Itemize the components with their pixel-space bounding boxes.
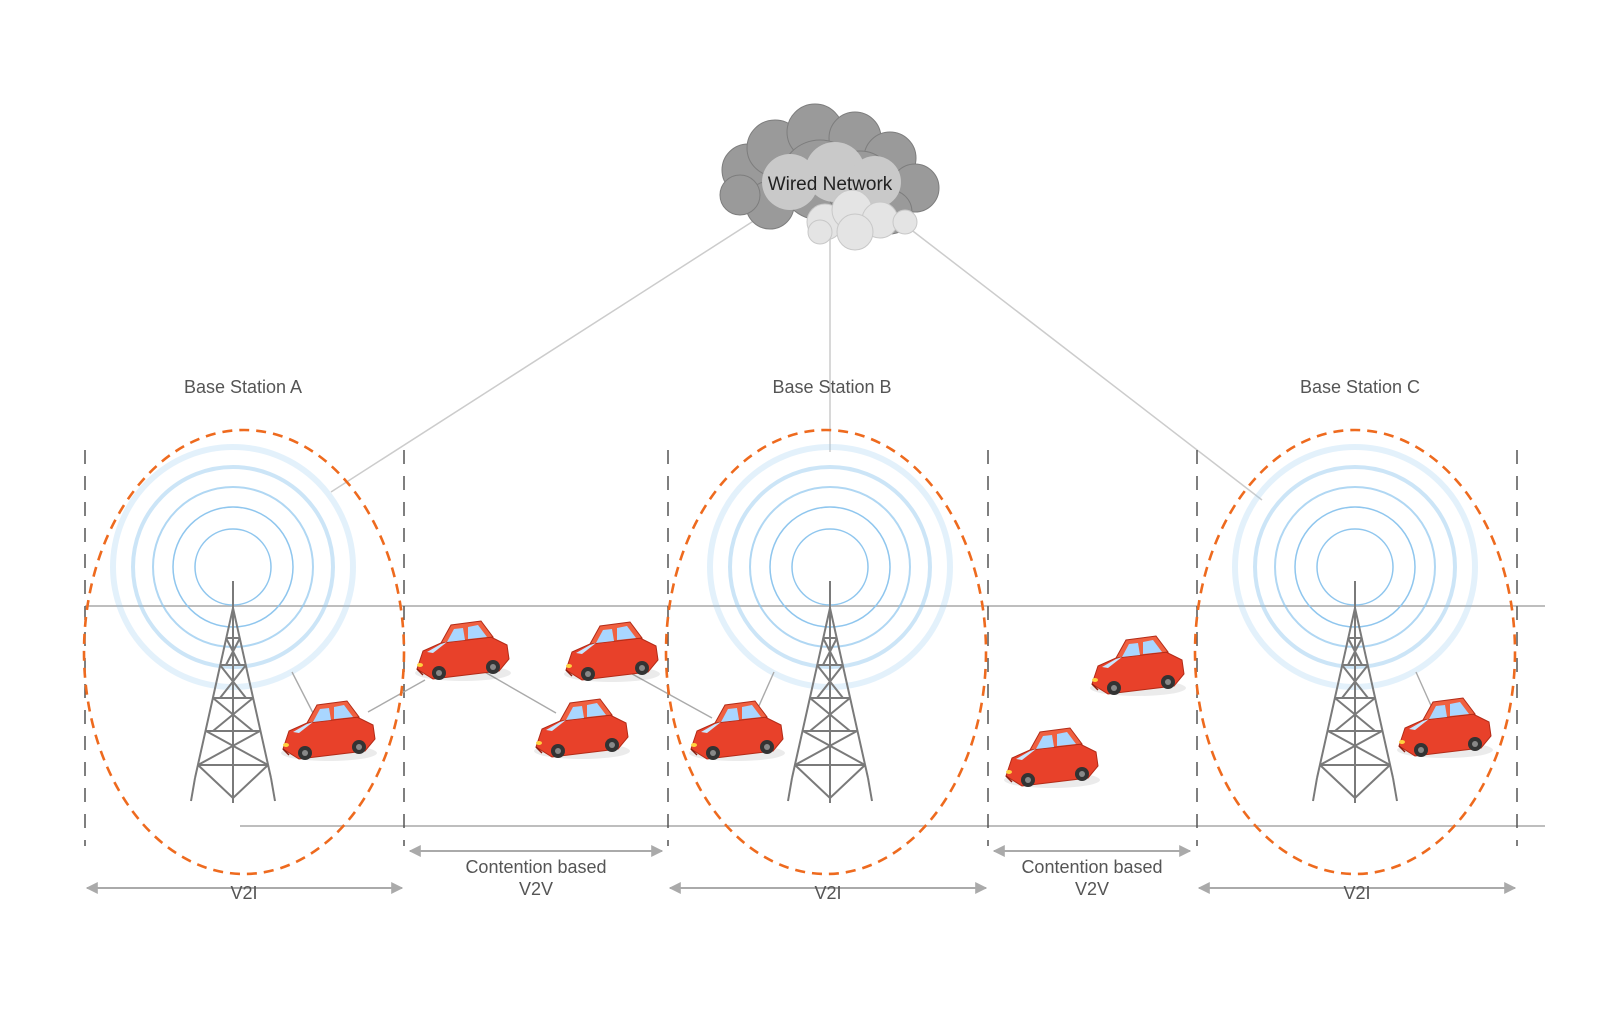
tower-icon <box>1312 580 1398 804</box>
zone-label-v2i-c: V2I <box>1343 883 1370 903</box>
station-label-b: Base Station B <box>772 377 891 397</box>
zone-label-v2i-a: V2I <box>230 883 257 903</box>
tower-icon <box>787 580 873 804</box>
wired-links <box>330 219 1263 501</box>
vehicles <box>280 620 1494 789</box>
cloud-icon: Wired Network <box>719 103 940 251</box>
v2i-link <box>757 671 775 709</box>
zone-boundaries <box>84 450 1518 846</box>
car-icon <box>1396 697 1494 759</box>
zone-label-v2v-2-line2: V2V <box>1075 879 1109 899</box>
tower-icon <box>190 580 276 804</box>
coverage-area-b <box>664 428 988 876</box>
cloud-label: Wired Network <box>768 174 893 195</box>
road <box>85 605 1545 827</box>
wired-link-a <box>330 219 756 493</box>
v2i-link <box>291 671 314 714</box>
car-icon <box>1089 635 1187 697</box>
car-icon <box>414 620 512 682</box>
v2i-link <box>1415 671 1434 711</box>
zone-label-v2v-1-line1: Contention based <box>465 857 606 877</box>
zone-label-v2v-1-line2: V2V <box>519 879 553 899</box>
car-icon <box>563 621 661 683</box>
coverage-area-c <box>1193 428 1517 876</box>
station-label-a: Base Station A <box>184 377 302 397</box>
coverage-area-a <box>82 428 406 876</box>
zone-arrows <box>85 845 1517 894</box>
coverage-areas <box>82 428 1517 876</box>
car-icon <box>1003 727 1101 789</box>
signal-rings-icon <box>110 444 1478 690</box>
wired-link-c <box>904 224 1263 501</box>
zone-label-v2v-2-line1: Contention based <box>1021 857 1162 877</box>
car-icon <box>688 700 786 762</box>
car-icon <box>280 700 378 762</box>
v2v-link <box>367 679 426 713</box>
station-label-c: Base Station C <box>1300 377 1420 397</box>
zone-label-v2i-b: V2I <box>814 883 841 903</box>
